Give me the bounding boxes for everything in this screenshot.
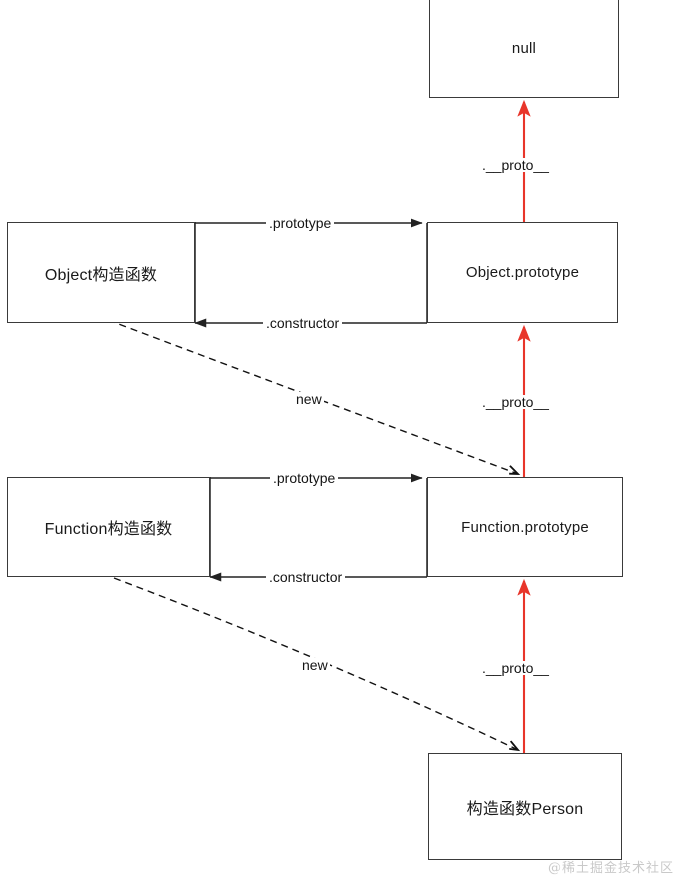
node-object-prototype-label: Object.prototype [465,264,580,281]
node-null[interactable]: null [429,0,619,98]
node-person-ctor[interactable]: 构造函数Person [428,753,622,860]
edge-label-funcctor-new-person: new [300,657,330,673]
edge-label-funcproto-to-objproto: .__proto__ [479,395,552,409]
node-object-ctor-label: Object构造函数 [44,266,158,284]
node-function-ctor[interactable]: Function构造函数 [7,477,210,577]
edge-funcctor-new-person [113,577,518,750]
edge-label-objproto-constructor: .constructor [263,316,343,330]
node-object-ctor[interactable]: Object构造函数 [7,222,195,323]
node-function-prototype-label: Function.prototype [461,518,589,536]
watermark: @稀土掘金技术社区 [548,861,675,876]
node-object-prototype[interactable]: Object.prototype [427,222,618,323]
edge-label-objctor-prototype: .prototype [266,216,335,230]
edge-label-person-to-funcproto: .__proto__ [479,661,552,675]
edge-label-funcproto-constructor: .constructor [266,570,346,584]
edge-objproto-constructor [194,223,428,328]
node-person-ctor-label: 构造函数Person [466,800,584,818]
node-function-ctor-label: Function构造函数 [44,521,173,538]
edge-label-funcctor-prototype: .prototype [270,471,339,485]
edge-label-objproto-to-null: .__proto__ [479,158,552,172]
node-function-prototype[interactable]: Function.prototype [427,477,623,577]
edge-label-objctor-new-funcproto: new [294,391,324,407]
edge-funcproto-constructor [209,478,428,582]
node-null-label: null [511,39,537,57]
